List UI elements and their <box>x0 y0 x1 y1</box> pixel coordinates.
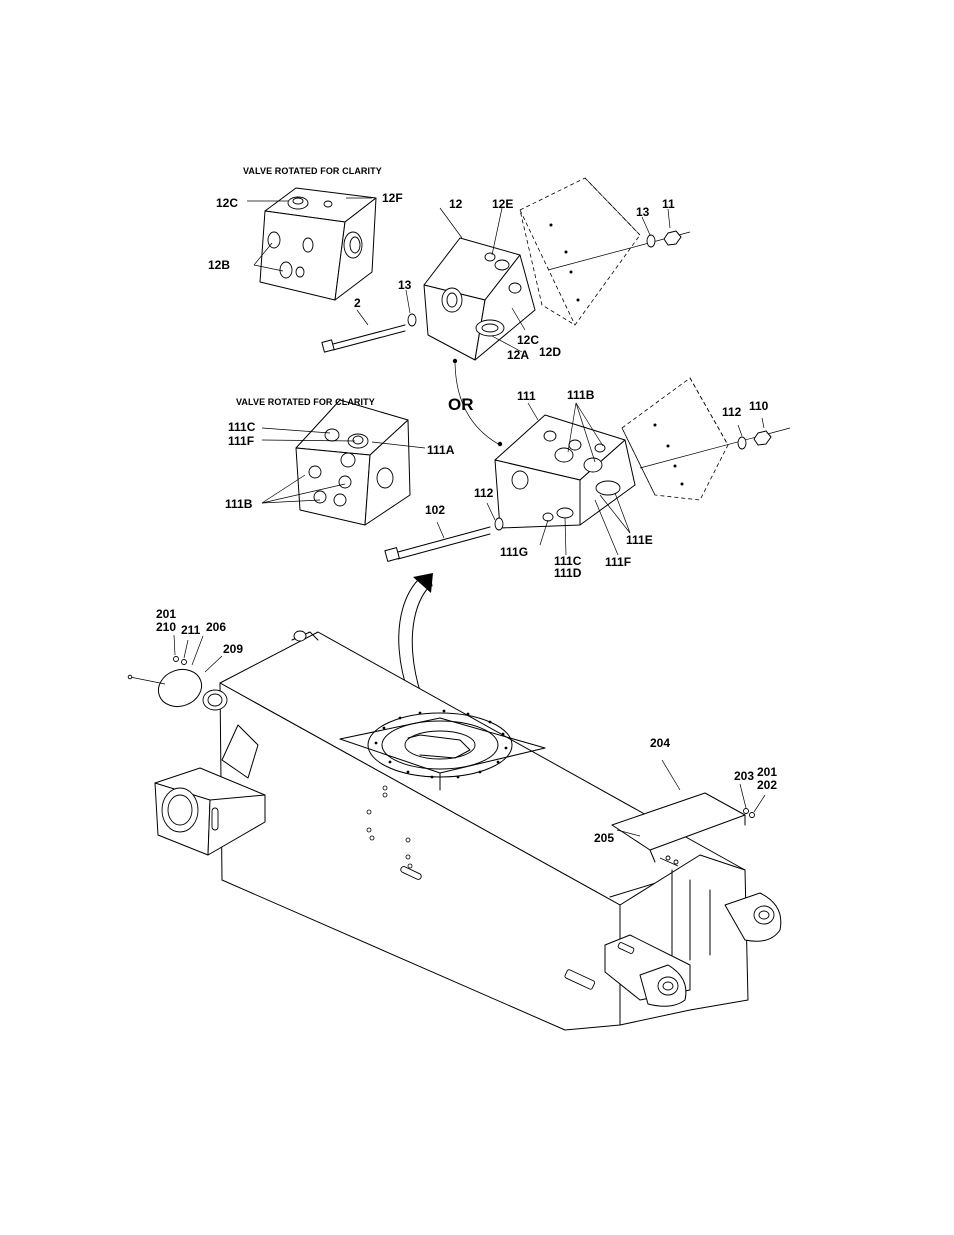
callout-111f-left: 111F <box>228 434 255 448</box>
lower-valve-main <box>384 377 791 562</box>
callout-12c-top: 12C <box>216 196 239 210</box>
upper-valve-inset <box>247 187 377 301</box>
callout-202: 202 <box>757 778 778 792</box>
upper-valve-caption: VALVE ROTATED FOR CLARITY <box>243 166 382 176</box>
callout-112-right: 112 <box>722 405 742 419</box>
callout-111c-bottom: 111C <box>554 554 582 568</box>
callout-204: 204 <box>650 736 671 750</box>
callout-205: 205 <box>594 831 615 845</box>
callout-12c-bottom: 12C <box>517 333 540 347</box>
callout-12: 12 <box>449 197 463 211</box>
callout-12e: 12E <box>492 197 514 211</box>
callout-11: 11 <box>662 197 675 211</box>
callout-12f: 12F <box>382 191 403 205</box>
lower-valve-inset <box>261 399 426 526</box>
callout-211: 211 <box>181 623 201 637</box>
callout-111f-bottom: 111F <box>605 555 632 569</box>
lower-valve-caption: VALVE ROTATED FOR CLARITY <box>236 397 375 407</box>
frame-chassis <box>127 630 782 1031</box>
callout-12d: 12D <box>539 345 562 359</box>
upper-valve-main <box>321 177 691 361</box>
or-label: OR <box>448 395 474 414</box>
callout-111g: 111G <box>500 545 529 559</box>
callout-111d: 111D <box>554 566 582 580</box>
callout-112-left: 112 <box>474 486 494 500</box>
callout-203: 203 <box>734 769 755 783</box>
callout-201-left: 201 <box>156 607 177 621</box>
callout-201-right: 201 <box>757 765 778 779</box>
callout-206: 206 <box>206 620 227 634</box>
callout-12a: 12A <box>507 348 530 362</box>
callout-111: 111 <box>517 389 536 403</box>
callout-111b-right: 111B <box>567 388 595 402</box>
callout-110: 110 <box>749 399 769 413</box>
callout-111a: 111A <box>427 443 455 457</box>
callout-12b: 12B <box>208 258 231 272</box>
callout-13-right: 13 <box>636 205 650 219</box>
callout-102: 102 <box>425 503 446 517</box>
callout-111b-left: 111B <box>225 497 253 511</box>
callout-210: 210 <box>156 620 177 634</box>
callout-2: 2 <box>354 296 361 310</box>
callout-111c-left: 111C <box>228 420 256 434</box>
callout-111e: 111E <box>626 533 653 547</box>
callout-13-left: 13 <box>398 278 412 292</box>
callout-209: 209 <box>223 642 244 656</box>
